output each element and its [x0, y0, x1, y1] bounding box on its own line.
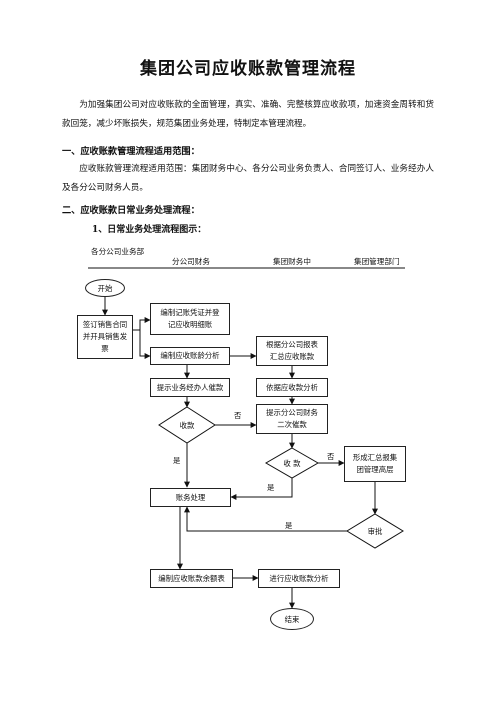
label-yes-2: 是: [267, 483, 275, 492]
node-collect-decision-2: 收 款: [283, 458, 301, 468]
edge-sign-to-aging: [139, 330, 151, 359]
node-receivable-analysis: 进行应收账款分析: [258, 569, 340, 588]
node-prepare-voucher: 编制记账凭证并登记应收明细账: [150, 303, 230, 335]
node-aging-analysis: 编制应收账龄分析: [150, 347, 230, 365]
node-start: 开始: [85, 279, 125, 297]
node-remind-finance-second: 提示分公司财务二次催款: [256, 404, 328, 434]
edge-collect2-yes: [230, 478, 293, 500]
column-branch-business: 各分公司业务部: [91, 247, 145, 256]
section-1-heading: 一、应收账款管理流程适用范围：: [62, 146, 200, 157]
edge-sign-to-voucher: [133, 317, 151, 331]
intro-paragraph: 为加强集团公司对应收账款的全面管理，真实、准确、完整核算应收款项，加速资金周转和…: [62, 100, 434, 129]
node-account-processing: 账务处理: [150, 488, 231, 507]
label-yes-3: 是: [285, 521, 293, 530]
section-1-text: 应收账款管理流程适用范围：集团财务中心、各分公司业务负责人、合同签订人、业务经办…: [62, 164, 434, 193]
decision-collect-1-shape: [158, 406, 216, 444]
page-title: 集团公司应收账款管理流程: [140, 59, 356, 79]
node-approve-decision: 审批: [367, 526, 383, 536]
label-yes-1: 是: [173, 456, 181, 465]
section-2-heading: 二、应收账款日常业务处理流程：: [62, 205, 200, 216]
column-branch-finance: 分公司财务: [172, 257, 210, 266]
label-no-1: 否: [234, 411, 242, 420]
column-group-finance: 集团财务中: [273, 257, 311, 266]
node-summarize-reports: 根据分公司报表汇总应收账款: [256, 336, 328, 366]
node-prepare-balance-table: 编制应收账款余额表: [150, 569, 233, 588]
decision-approve-shape: [346, 513, 404, 549]
label-no-2: 否: [327, 452, 335, 461]
node-report-management: 形成汇总报集团管理高层: [344, 446, 406, 482]
node-analyze-receivable: 依据应收款分析: [256, 378, 328, 397]
subsection-heading: 1、日常业务处理流程图示：: [92, 225, 207, 235]
edge-approve-yes: [184, 506, 347, 532]
node-end: 结束: [270, 608, 314, 630]
decision-collect-2-shape: [264, 447, 320, 479]
node-collect-decision-1: 收款: [179, 420, 195, 430]
node-remind-collect: 提示业务经办人催款: [150, 378, 230, 397]
node-sign-contract: 签订销售合同并开具销售发票: [77, 315, 133, 359]
column-group-management: 集团管理部门: [354, 257, 400, 266]
